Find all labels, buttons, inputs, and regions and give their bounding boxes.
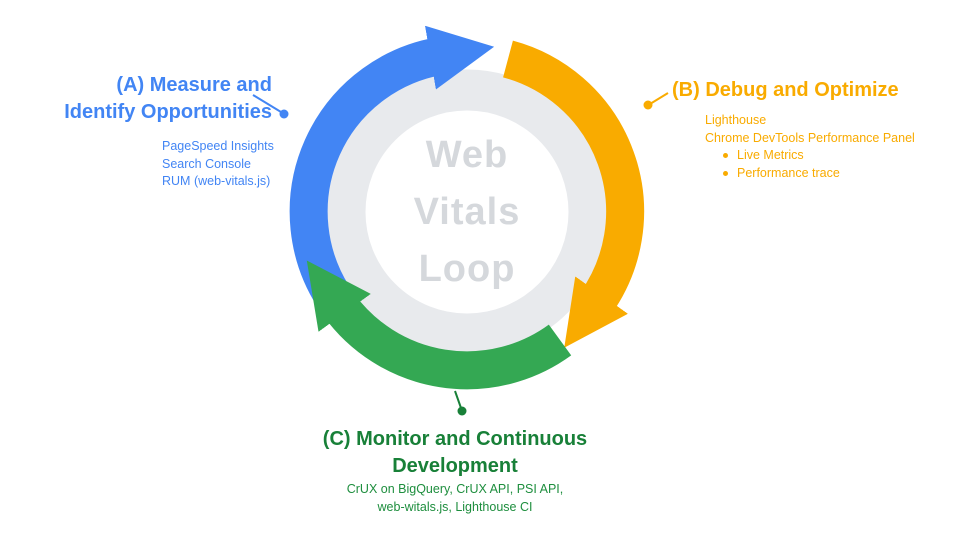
section-b-tools: Lighthouse Chrome DevTools Performance P… (705, 112, 915, 182)
center-label: Web Vitals Loop (317, 127, 617, 298)
callout-line-c (454, 390, 462, 409)
center-label-line: Loop (418, 248, 516, 290)
arc-a-measure (289, 25, 495, 307)
section-a-heading-line: (A) Measure and (116, 74, 272, 96)
tool-subitem: Live Metrics (705, 147, 915, 165)
tool-item: Lighthouse (705, 113, 767, 127)
bullet-icon (723, 153, 728, 159)
section-c-heading-line: Development (392, 455, 518, 477)
tool-item: Chrome DevTools Performance Panel (705, 130, 915, 145)
section-c-tools: CrUX on BigQuery, CrUX API, PSI API, web… (275, 481, 635, 516)
callout-line-b (649, 92, 669, 105)
center-label-line: Web (425, 134, 509, 176)
tool-item: Search Console (162, 156, 251, 171)
center-label-line: Vitals (413, 191, 521, 233)
section-c-heading: (C) Monitor and Continuous Development (275, 426, 635, 480)
section-b-heading: (B) Debug and Optimize (672, 79, 899, 101)
arc-b-debug (502, 40, 645, 348)
bullet-icon (723, 170, 728, 176)
tool-subitem-label: Live Metrics (737, 148, 804, 162)
callout-dot-a (279, 109, 289, 119)
section-c-heading-line: (C) Monitor and Continuous (322, 428, 588, 450)
tool-item: PageSpeed Insights (162, 139, 274, 153)
section-a-heading: (A) Measure and Identify Opportunities (18, 72, 272, 126)
section-a-heading-line: Identify Opportunities (64, 101, 272, 123)
tool-item: CrUX on BigQuery, CrUX API, PSI API, (346, 482, 564, 496)
tool-item: web-witals.js, Lighthouse CI (377, 499, 533, 514)
gray-ring (324, 69, 610, 355)
tool-item: RUM (web-vitals.js) (162, 174, 271, 188)
tool-subitem: Performance trace (705, 165, 915, 183)
callout-dot-c (457, 406, 467, 416)
section-a-tools: PageSpeed Insights Search Console RUM (w… (162, 138, 274, 191)
arc-c-monitor (306, 260, 572, 390)
callout-line-a (252, 94, 282, 113)
callout-dot-b (643, 100, 653, 110)
tool-subitem-label: Performance trace (737, 165, 840, 180)
